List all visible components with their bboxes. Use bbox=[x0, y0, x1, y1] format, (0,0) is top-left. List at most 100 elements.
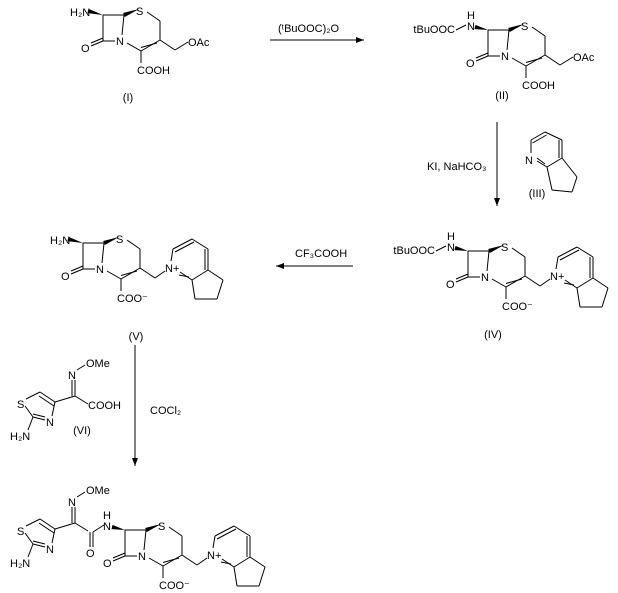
sulfur-atom: S bbox=[116, 234, 123, 246]
bond bbox=[536, 160, 548, 168]
nitrogen-atom: N bbox=[138, 551, 146, 563]
double-bond bbox=[38, 522, 55, 534]
bond bbox=[92, 524, 105, 533]
double-bond bbox=[216, 528, 237, 540]
c6-s-wedge bbox=[103, 237, 119, 246]
c6-s-wedge bbox=[488, 245, 504, 254]
compound-label-IV: (IV) bbox=[484, 329, 502, 341]
oxime-nitrogen: N bbox=[68, 370, 76, 382]
bond bbox=[24, 532, 34, 545]
bond bbox=[101, 242, 105, 264]
nh-wedge bbox=[454, 245, 468, 251]
methoxy-group: OMe bbox=[86, 485, 110, 497]
oxime-nitrogen: N bbox=[68, 497, 76, 509]
amine-wedge bbox=[67, 236, 83, 243]
acetoxy-group: OAc bbox=[188, 37, 210, 49]
arrow-step2 bbox=[494, 122, 500, 206]
bond bbox=[162, 554, 183, 567]
sulfur-atom: S bbox=[136, 6, 143, 18]
oxygen-atom: O bbox=[466, 58, 475, 70]
double-bond bbox=[32, 416, 46, 421]
amino-group: H₂N bbox=[50, 235, 70, 247]
amino-group: H₂N bbox=[70, 7, 90, 19]
bond bbox=[154, 270, 166, 279]
bond bbox=[76, 364, 86, 371]
carboxylate-group: COO⁻ bbox=[502, 301, 533, 313]
carboxylic-acid-group: COOH bbox=[522, 80, 555, 92]
compound-label-III: (III) bbox=[529, 188, 546, 200]
methylene-bond bbox=[181, 554, 198, 566]
pyridine-nitrogen: N bbox=[525, 155, 533, 167]
carbonyl-double-bond bbox=[90, 37, 104, 44]
amide-nitrogen: N bbox=[103, 521, 111, 533]
bond bbox=[233, 556, 251, 568]
bond bbox=[525, 54, 546, 67]
bond bbox=[551, 189, 573, 193]
double-bond bbox=[536, 157, 546, 165]
arrow-head bbox=[494, 198, 500, 206]
compound-label-V: (V) bbox=[129, 331, 144, 343]
acetoxy-group: OAc bbox=[573, 52, 595, 64]
double-bond bbox=[178, 274, 190, 278]
oxygen-atom: O bbox=[61, 271, 70, 283]
oxygen-atom: O bbox=[81, 43, 90, 55]
bond bbox=[576, 277, 594, 289]
bond bbox=[27, 416, 34, 431]
arrow-head bbox=[132, 458, 138, 466]
nh-hydrogen: H bbox=[467, 10, 475, 22]
double-bond bbox=[563, 282, 575, 286]
bond bbox=[174, 41, 189, 51]
bond bbox=[140, 39, 161, 52]
thiazole-sulfur: S bbox=[17, 526, 24, 538]
bond bbox=[24, 405, 34, 418]
carbonyl-double-bond bbox=[112, 555, 126, 562]
carboxylic-acid-group: COOH bbox=[88, 400, 121, 412]
amino-group: H₂N bbox=[10, 558, 30, 570]
compound-III: N bbox=[525, 131, 578, 193]
bond bbox=[544, 131, 563, 141]
carbonyl-double-bond bbox=[475, 52, 489, 59]
c6-s-wedge bbox=[123, 9, 139, 18]
carboxylate-group: COO⁻ bbox=[159, 580, 190, 592]
carbonyl-double-bond bbox=[70, 265, 84, 272]
bond bbox=[74, 522, 89, 532]
sulfur-atom: S bbox=[158, 521, 165, 533]
double-bond bbox=[557, 246, 578, 258]
bond bbox=[120, 267, 141, 280]
methylene-bond bbox=[159, 39, 176, 51]
bond bbox=[76, 491, 86, 498]
carbonyl-double-bond bbox=[112, 552, 126, 559]
double-bond bbox=[32, 540, 46, 545]
bond bbox=[54, 522, 76, 530]
amide-hydrogen: H bbox=[103, 510, 111, 522]
double-bond bbox=[172, 238, 193, 250]
pyridinium-nitrogen: N+ bbox=[550, 271, 564, 283]
bond bbox=[576, 246, 594, 258]
compound-label-I: (I) bbox=[123, 92, 133, 104]
bond bbox=[27, 543, 34, 558]
bond bbox=[555, 256, 559, 270]
double-bond bbox=[530, 131, 546, 141]
bond bbox=[168, 526, 183, 537]
double-bond bbox=[214, 525, 235, 537]
methylene-bond bbox=[139, 267, 156, 279]
bond bbox=[258, 566, 266, 587]
carboxylate-group: COO⁻ bbox=[117, 293, 148, 305]
bond bbox=[511, 247, 526, 258]
bond bbox=[74, 395, 89, 405]
carbonyl-double-bond bbox=[455, 273, 469, 280]
double-bond bbox=[162, 557, 180, 563]
nh-wedge bbox=[111, 524, 125, 530]
bond bbox=[191, 238, 209, 250]
compound-label-VI: (VI) bbox=[73, 425, 91, 437]
nh-wedge bbox=[474, 24, 488, 30]
c6-s-wedge bbox=[145, 524, 161, 533]
bond bbox=[54, 395, 76, 403]
amine-wedge bbox=[87, 8, 103, 15]
reagent-step1: (ᵗBuOOC)₂O bbox=[278, 23, 340, 35]
double-bond bbox=[525, 57, 543, 63]
methoxy-group: OMe bbox=[86, 358, 110, 370]
